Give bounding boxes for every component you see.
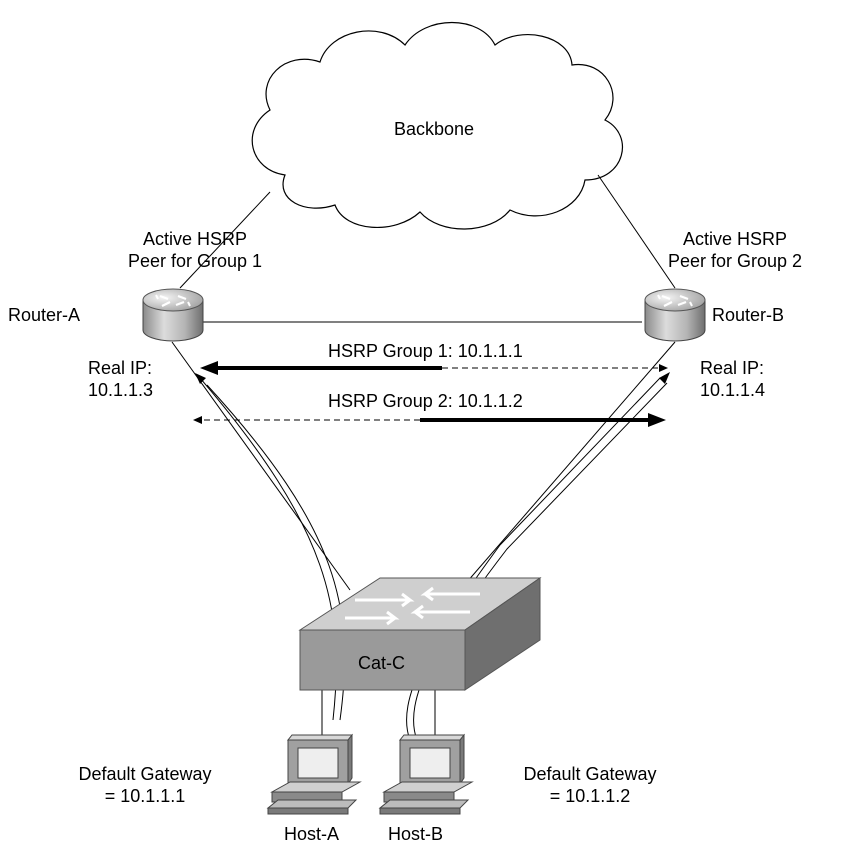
hsrp-group1-label: HSRP Group 1: 10.1.1.1 (328, 341, 523, 361)
router-b-ip: Real IP: 10.1.1.4 (700, 357, 765, 401)
backbone-label: Backbone (394, 119, 475, 139)
host-b-gateway-line1: Default Gateway (523, 764, 657, 784)
host-a-name: Host-A (284, 824, 340, 844)
router-a-role-line1: Active HSRP (142, 229, 248, 249)
router-a-ip: Real IP: 10.1.1.3 (88, 357, 153, 401)
router-a-ip-line2: 10.1.1.3 (88, 380, 154, 400)
router-b-role-line1: Active HSRP (682, 229, 788, 249)
router-b-ip-line2: 10.1.1.4 (700, 380, 766, 400)
host-a-path-arrowhead (195, 373, 206, 384)
router-a-role-line2: Peer for Group 1 (127, 251, 263, 271)
router-b-icon[interactable] (644, 288, 706, 342)
backbone-cloud (251, 21, 623, 230)
router-b-ip-line1: Real IP: (700, 358, 765, 378)
hsrp-group2-label: HSRP Group 2: 10.1.1.2 (328, 391, 523, 411)
router-b-name: Router-B (712, 305, 785, 325)
link-router-a-switch (171, 341, 351, 591)
host-b-name: Host-B (388, 824, 444, 844)
host-a-pc-icon[interactable] (266, 733, 362, 815)
link-backbone-router-a (179, 191, 271, 289)
router-b-role-line2: Peer for Group 2 (667, 251, 803, 271)
switch-label: Cat-C (358, 653, 406, 673)
host-b-gateway: Default Gateway = 10.1.1.2 (500, 763, 680, 807)
host-b-path-arrowhead (659, 372, 670, 384)
router-a-role: Active HSRP Peer for Group 1 (110, 228, 280, 272)
hsrp-group1-dashed-arrowhead (659, 364, 668, 372)
router-a-ip-line1: Real IP: (88, 358, 153, 378)
switch-cat-c-icon[interactable] (298, 577, 542, 691)
host-a-gateway-line2: = 10.1.1.1 (104, 786, 186, 806)
host-b-gateway-line2: = 10.1.1.2 (549, 786, 631, 806)
router-a-icon[interactable] (142, 288, 204, 342)
router-a-name: Router-A (8, 305, 81, 325)
hsrp-group1-solid-arrowhead (200, 361, 218, 375)
hsrp-group2-dashed-arrowhead (193, 416, 202, 424)
hsrp-group2-solid-arrowhead (648, 413, 666, 427)
link-router-b-switch (459, 341, 676, 591)
host-a-gateway-line1: Default Gateway (78, 764, 212, 784)
host-a-gateway: Default Gateway = 10.1.1.1 (55, 763, 235, 807)
link-backbone-router-b (597, 174, 676, 289)
host-b-pc-icon[interactable] (378, 733, 474, 815)
router-b-role: Active HSRP Peer for Group 2 (650, 228, 820, 272)
